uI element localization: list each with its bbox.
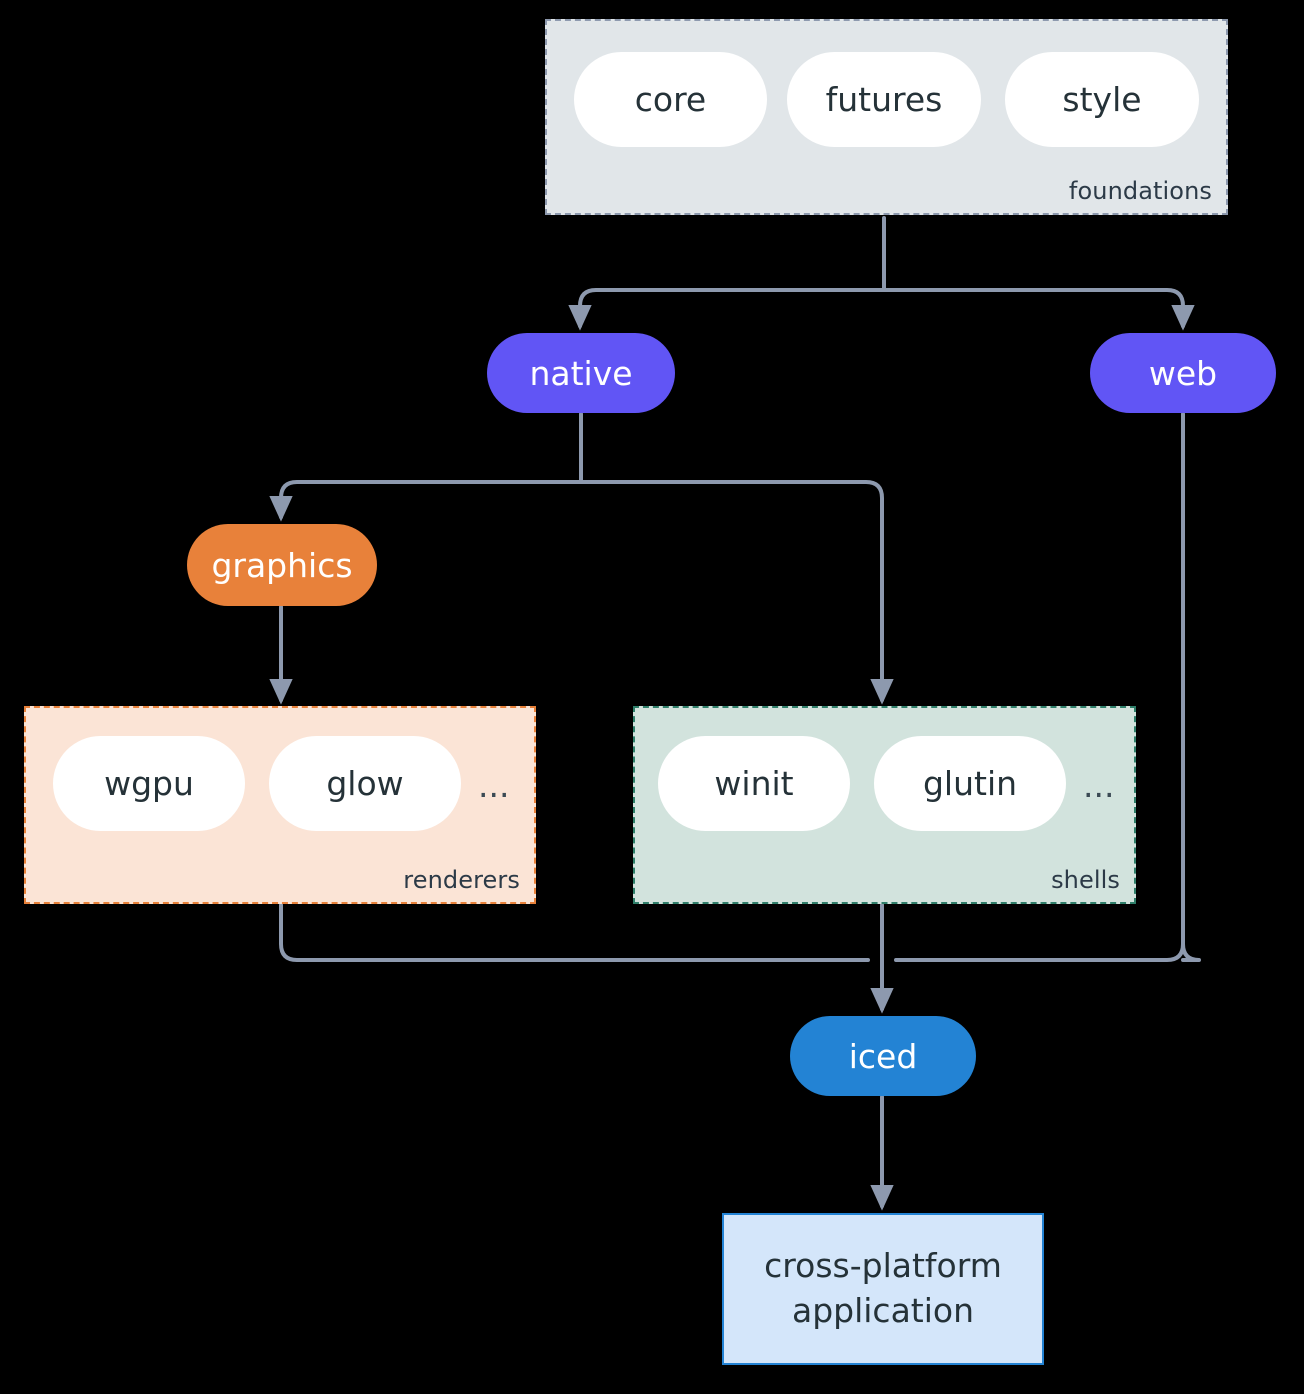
pill-glow[interactable]: glow (269, 736, 461, 831)
node-graphics[interactable]: graphics (187, 524, 377, 606)
edge-foundations-web (882, 288, 1195, 331)
pill-winit[interactable]: winit (658, 736, 850, 831)
application-line-1: cross-platform (764, 1246, 1002, 1286)
edge-native-shells (579, 480, 894, 705)
cluster-label-renderers: renderers (403, 866, 520, 894)
node-native[interactable]: native (487, 333, 675, 413)
pill-core[interactable]: core (574, 52, 767, 147)
edge-web-iced-corner (1181, 904, 1201, 962)
cluster-renderers: wgpu glow ... renderers (24, 706, 536, 904)
cluster-label-shells: shells (1051, 866, 1120, 894)
node-cross-platform-application[interactable]: cross-platform application (722, 1213, 1044, 1365)
renderers-more-ellipsis: ... (478, 766, 510, 805)
cluster-foundations: core futures style foundations (545, 19, 1228, 215)
node-iced[interactable]: iced (790, 1016, 976, 1096)
pill-style[interactable]: style (1005, 52, 1199, 147)
shells-more-ellipsis: ... (1083, 766, 1115, 805)
pill-glutin[interactable]: glutin (874, 736, 1066, 831)
edge-renderers-iced (279, 903, 870, 962)
node-web[interactable]: web (1090, 333, 1276, 413)
cluster-shells: winit glutin ... shells (633, 706, 1136, 904)
pill-futures[interactable]: futures (787, 52, 981, 147)
edge-native-graphics (269, 480, 583, 522)
application-line-2: application (791, 1291, 975, 1330)
edge-foundations-native (568, 288, 886, 331)
pill-wgpu[interactable]: wgpu (53, 736, 245, 831)
cluster-label-foundations: foundations (1068, 177, 1212, 205)
